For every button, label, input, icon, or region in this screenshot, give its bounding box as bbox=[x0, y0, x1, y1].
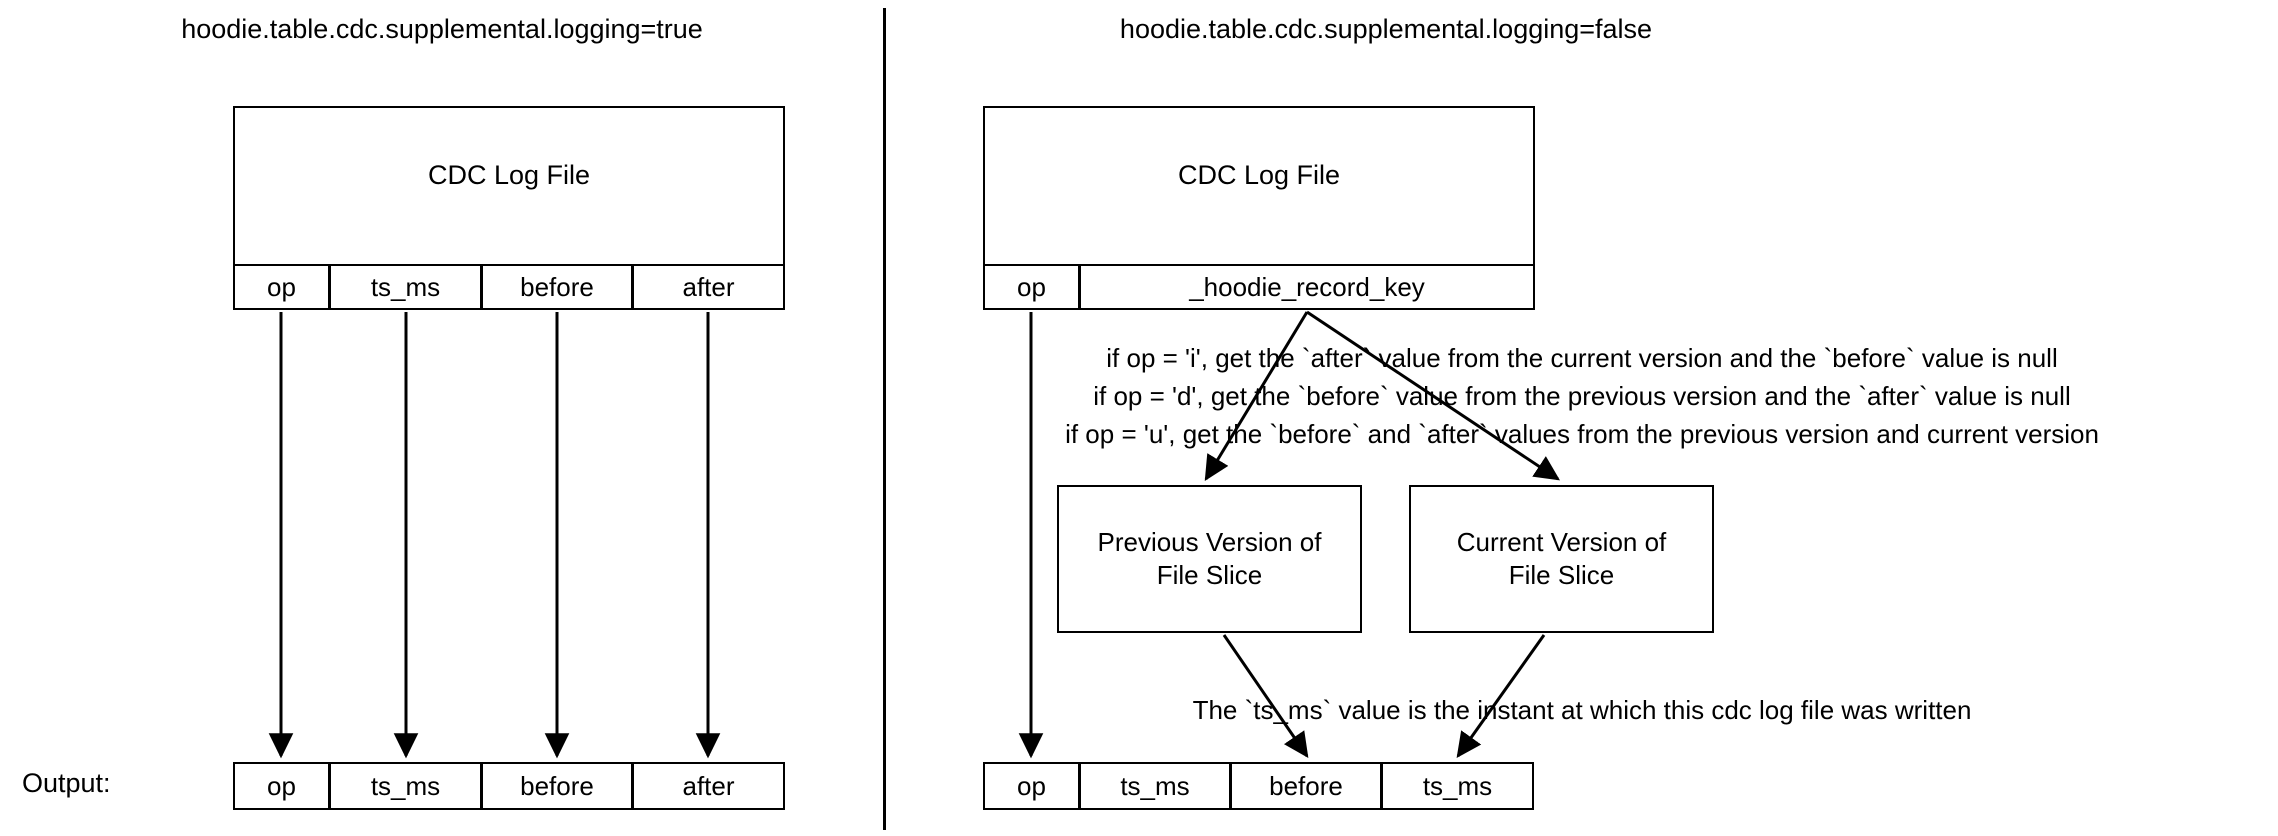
left-cdc-log-file-title: CDC Log File bbox=[427, 160, 591, 190]
left-column-arrows bbox=[268, 312, 721, 759]
right-logfile-column-hoodie-record-key: _hoodie_record_key bbox=[1079, 264, 1535, 310]
left-logfile-column-ts_ms: ts_ms bbox=[329, 264, 482, 310]
left-logfile-column-op: op bbox=[233, 264, 330, 310]
left-output-label: Output: bbox=[22, 768, 111, 798]
right-panel-title: hoodie.table.cdc.supplemental.logging=fa… bbox=[1119, 14, 1653, 44]
right-note-ts-ms: The `ts_ms` value is the instant at whic… bbox=[1192, 695, 1972, 725]
right-output-cell-ts_ms-2: ts_ms bbox=[1381, 762, 1534, 810]
right-output-cell-ts_ms-1: ts_ms bbox=[1079, 762, 1231, 810]
right-cdc-log-file-title: CDC Log File bbox=[1177, 160, 1341, 190]
left-output-cell-after: after bbox=[632, 762, 785, 810]
right-output-cell-op: op bbox=[983, 762, 1080, 810]
left-panel-title: hoodie.table.cdc.supplemental.logging=tr… bbox=[181, 14, 703, 44]
panel-divider bbox=[883, 8, 886, 830]
right-note-op-update: if op = 'u', get the `before` and `after… bbox=[1065, 419, 2099, 449]
left-logfile-column-before: before bbox=[481, 264, 633, 310]
right-logfile-column-op: op bbox=[983, 264, 1080, 310]
left-logfile-column-after: after bbox=[632, 264, 785, 310]
left-output-cell-before: before bbox=[481, 762, 633, 810]
right-output-cell-before: before bbox=[1230, 762, 1382, 810]
previous-version-file-slice-box: Previous Version of File Slice bbox=[1057, 485, 1362, 633]
current-version-file-slice-box: Current Version of File Slice bbox=[1409, 485, 1714, 633]
left-output-cell-ts_ms: ts_ms bbox=[329, 762, 482, 810]
previous-version-line1: Previous Version of bbox=[1097, 526, 1322, 557]
previous-version-file-slice-label: Previous Version of File Slice bbox=[1059, 487, 1360, 631]
right-cdc-log-file-box: CDC Log File bbox=[983, 106, 1535, 266]
current-version-file-slice-label: Current Version of File Slice bbox=[1411, 487, 1712, 631]
right-note-op-delete: if op = 'd', get the `before` value from… bbox=[1093, 381, 2071, 411]
left-output-cell-op: op bbox=[233, 762, 330, 810]
right-note-op-insert: if op = 'i', get the `after` value from … bbox=[1106, 343, 2058, 373]
previous-version-line2: File Slice bbox=[1156, 560, 1263, 590]
left-cdc-log-file-box: CDC Log File bbox=[233, 106, 785, 266]
current-version-line1: Current Version of bbox=[1456, 526, 1667, 557]
current-version-line2: File Slice bbox=[1508, 560, 1615, 590]
